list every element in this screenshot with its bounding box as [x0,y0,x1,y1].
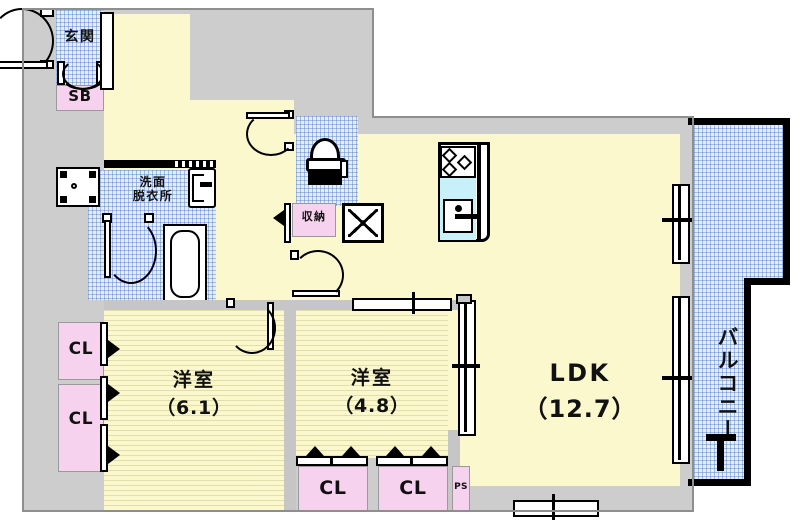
closet-cl-2-door-leaf-lower [100,424,108,472]
closet-cl-1-arrow-icon [108,340,120,358]
ldk-south-window-mullion [552,494,555,520]
washer-corner-br [89,196,96,203]
toilet-tank [308,172,342,185]
ldk-area-label: （12.7） [523,395,637,423]
structure-shell-upper [174,8,374,118]
closet-cl-3 [298,466,368,512]
room2-top-window [352,298,452,311]
washer-corner-tl [60,171,67,178]
balcony-wall-step [744,278,790,285]
kitchen-faucet [455,205,462,212]
balcony-drain-marker-v [717,441,724,471]
balcony-label: バルコニー [715,326,739,442]
toilet-flush-lever [340,160,348,178]
storage-closet [292,203,336,237]
stove-burners-fixture [440,146,476,178]
balcony-lower-handle-marker [662,376,694,380]
bathtub-inner [170,230,200,298]
closet-cl-3-label: CL [319,477,347,499]
washer-drain-icon [71,183,77,189]
washer-corner-tr [89,171,96,178]
closet-cl-3-fold-icon-a [306,446,324,456]
room2-floor [296,310,448,458]
genkan-label: 玄関 [64,29,96,45]
washroom-label-line2: 脱衣所 [132,189,174,203]
closet-cl-2-label: CL [68,409,94,429]
vanity-bowl-edge [192,174,204,202]
washer-corner-bl [60,196,67,203]
room2-ldk-sliding-door [458,300,476,436]
washroom-counter [104,160,170,168]
vanity-faucet [200,182,212,187]
balcony-drain-marker-h [706,434,736,441]
genkan-partition-sash [100,12,114,90]
room2-door-jamb-left [290,250,299,260]
storage-door-arrow-icon [273,210,284,226]
room1-door-swing-arc [228,302,276,354]
ldk-name-label: LDK [549,359,611,387]
closet-cl-1-door-leaf [100,322,108,366]
balcony-wall-right-upper [783,118,790,284]
closet-cl-4-fold-icon-a [386,446,404,456]
balcony-upper-handle-marker [662,218,694,222]
kitchen-faucet-arm [455,214,477,219]
closet-cl-2-arrow-icon-upper [108,384,120,402]
room1-name-label: 洋室 [172,369,216,391]
rooms-hall-divider [104,300,460,310]
outline-left [22,8,24,512]
outline-right [692,116,694,512]
outline-bottom [22,510,694,512]
balcony-tile [694,124,784,284]
washroom-counter-dotted [170,160,216,168]
outline-top-left [22,8,374,10]
kitchen-side-panel [478,142,490,242]
closet-cl-3-fold-icon-b [342,446,360,456]
room2-area-label: （4.8） [334,395,410,417]
closet-cl-4-label: CL [399,477,427,499]
mb-cross-icon [348,209,378,237]
outline-top-step [372,8,374,118]
genkan-door-swing-right [60,58,104,90]
room1-area-label: （6.1） [156,397,232,419]
balcony-sliding-door-upper [672,184,690,264]
room2-ldk-door-handle-marker [452,364,480,368]
room1-door-jamb-left [226,298,235,308]
outline-top-mid [372,116,694,118]
balcony-sliding-door-lower [672,296,690,464]
closet-cl-4-divider [410,456,413,466]
closet-cl-1-label: CL [68,339,94,359]
room2-top-window-mullion [412,292,415,314]
balcony-wall-top [688,118,790,125]
room2-name-label: 洋室 [350,367,394,389]
closet-cl-2 [58,384,104,472]
room2-ldk-head-block [456,294,472,304]
bath-door-swing-arc [105,218,157,284]
shoe-box-label: SB [68,87,92,105]
closet-cl-3-divider [330,456,333,466]
bath-door-jamb-right [144,213,154,223]
entry-door-leaf [0,61,48,69]
toilet-door-swing-arc [246,112,296,156]
pipe-shaft-label: PS [454,482,468,492]
balcony-sliding-door-upper-mullion [678,184,681,260]
ldk-south-window [513,500,599,517]
storage-door-leaf [284,203,291,243]
closet-cl-2-arrow-icon-lower [108,446,120,464]
closet-cl-2-door-leaf-upper [100,376,108,420]
closet-cl-4-fold-icon-b [422,446,440,456]
room1-room2-divider [284,306,296,512]
balcony-wall-bottom [688,479,751,486]
room2-door-swing-arc [292,250,344,300]
balcony-wall-right-lower [744,278,751,486]
washroom-label-line1: 洗面 [139,175,167,189]
storage-label: 収納 [301,210,327,223]
